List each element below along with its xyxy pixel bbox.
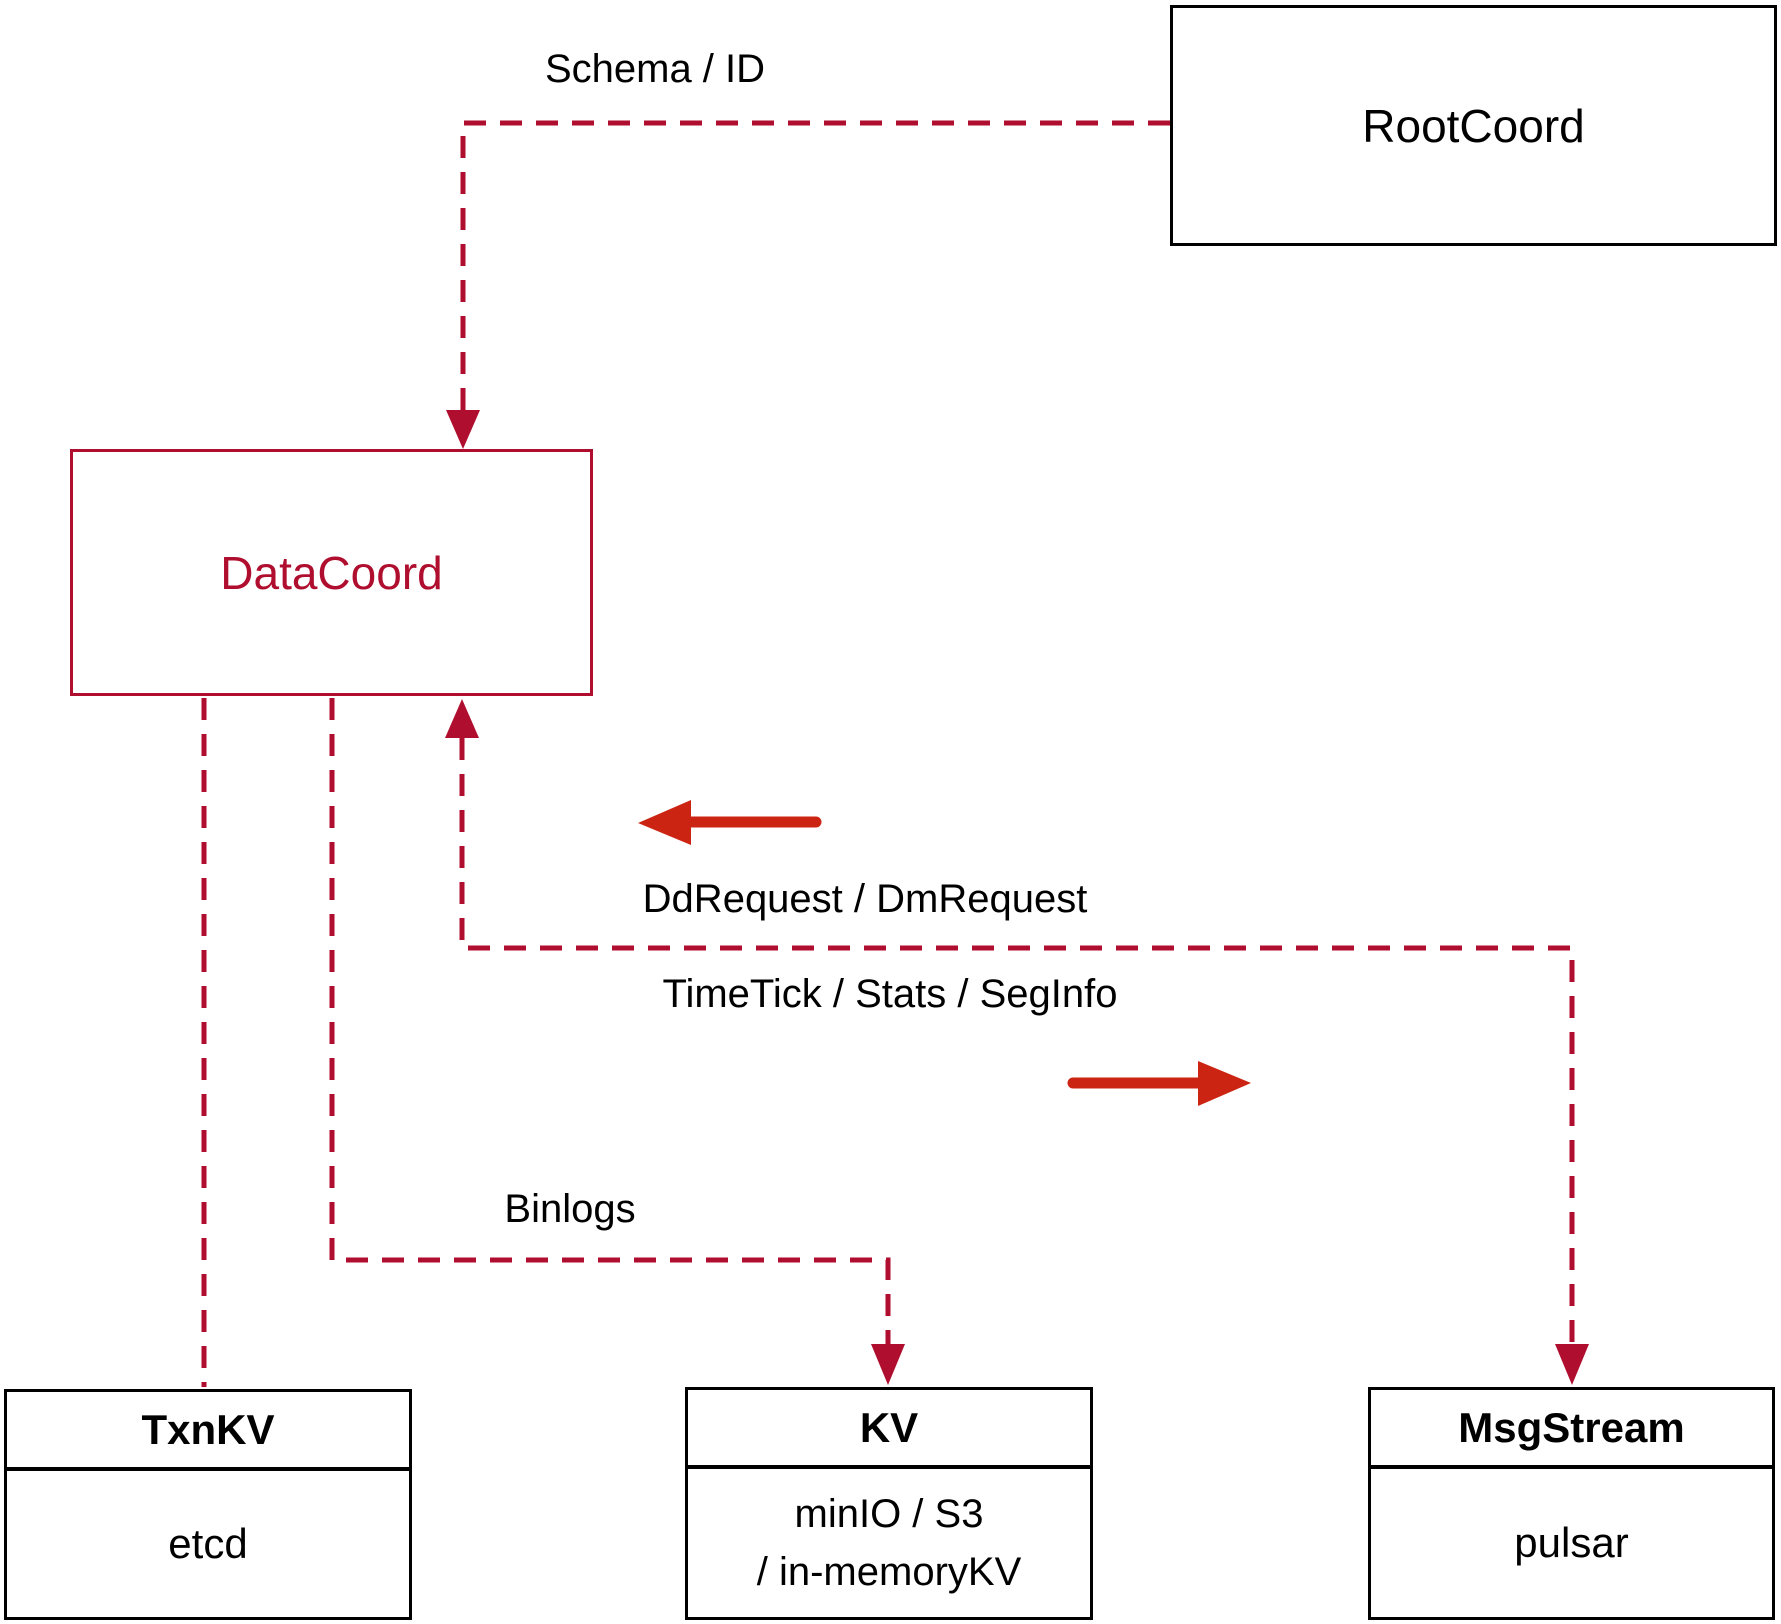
kv-body-line1: minIO / S3 (794, 1492, 984, 1536)
left-arrow-icon (638, 800, 822, 845)
kv-body-line2: / in-memoryKV (756, 1550, 1022, 1594)
txnkv-node: TxnKV etcd (4, 1389, 412, 1620)
dd-dm-request-edge-label: DdRequest / DmRequest (642, 877, 1088, 921)
binlogs-edge-label: Binlogs (504, 1187, 636, 1231)
arrowhead-into-kv-top-icon (871, 1344, 905, 1385)
datacoord-msgstream-connector (459, 738, 1575, 1344)
msgstream-node: MsgStream pulsar (1368, 1387, 1775, 1620)
binlogs-connector (329, 698, 891, 1344)
schema-id-edge-label: Schema / ID (544, 47, 766, 91)
txnkv-body: etcd (168, 1519, 248, 1567)
arrowhead-into-datacoord-bottom-icon (445, 699, 479, 738)
kv-node: KV minIO / S3 / in-memoryKV (685, 1387, 1093, 1620)
rootcoord-node: RootCoord (1170, 5, 1777, 246)
txnkv-title: TxnKV (7, 1392, 409, 1471)
timetick-stats-seginfo-edge-label: TimeTick / Stats / SegInfo (662, 972, 1118, 1016)
msgstream-body: pulsar (1514, 1518, 1629, 1566)
kv-title: KV (688, 1390, 1090, 1469)
arrowhead-into-msgstream-top-icon (1555, 1344, 1589, 1385)
arrowhead-into-datacoord-top-icon (446, 410, 480, 449)
msgstream-title: MsgStream (1371, 1390, 1772, 1469)
datacoord-node: DataCoord (70, 449, 593, 696)
right-arrow-icon (1067, 1061, 1251, 1106)
rootcoord-label: RootCoord (1362, 99, 1585, 152)
datacoord-label: DataCoord (220, 546, 443, 599)
schema-id-connector (460, 120, 1170, 410)
